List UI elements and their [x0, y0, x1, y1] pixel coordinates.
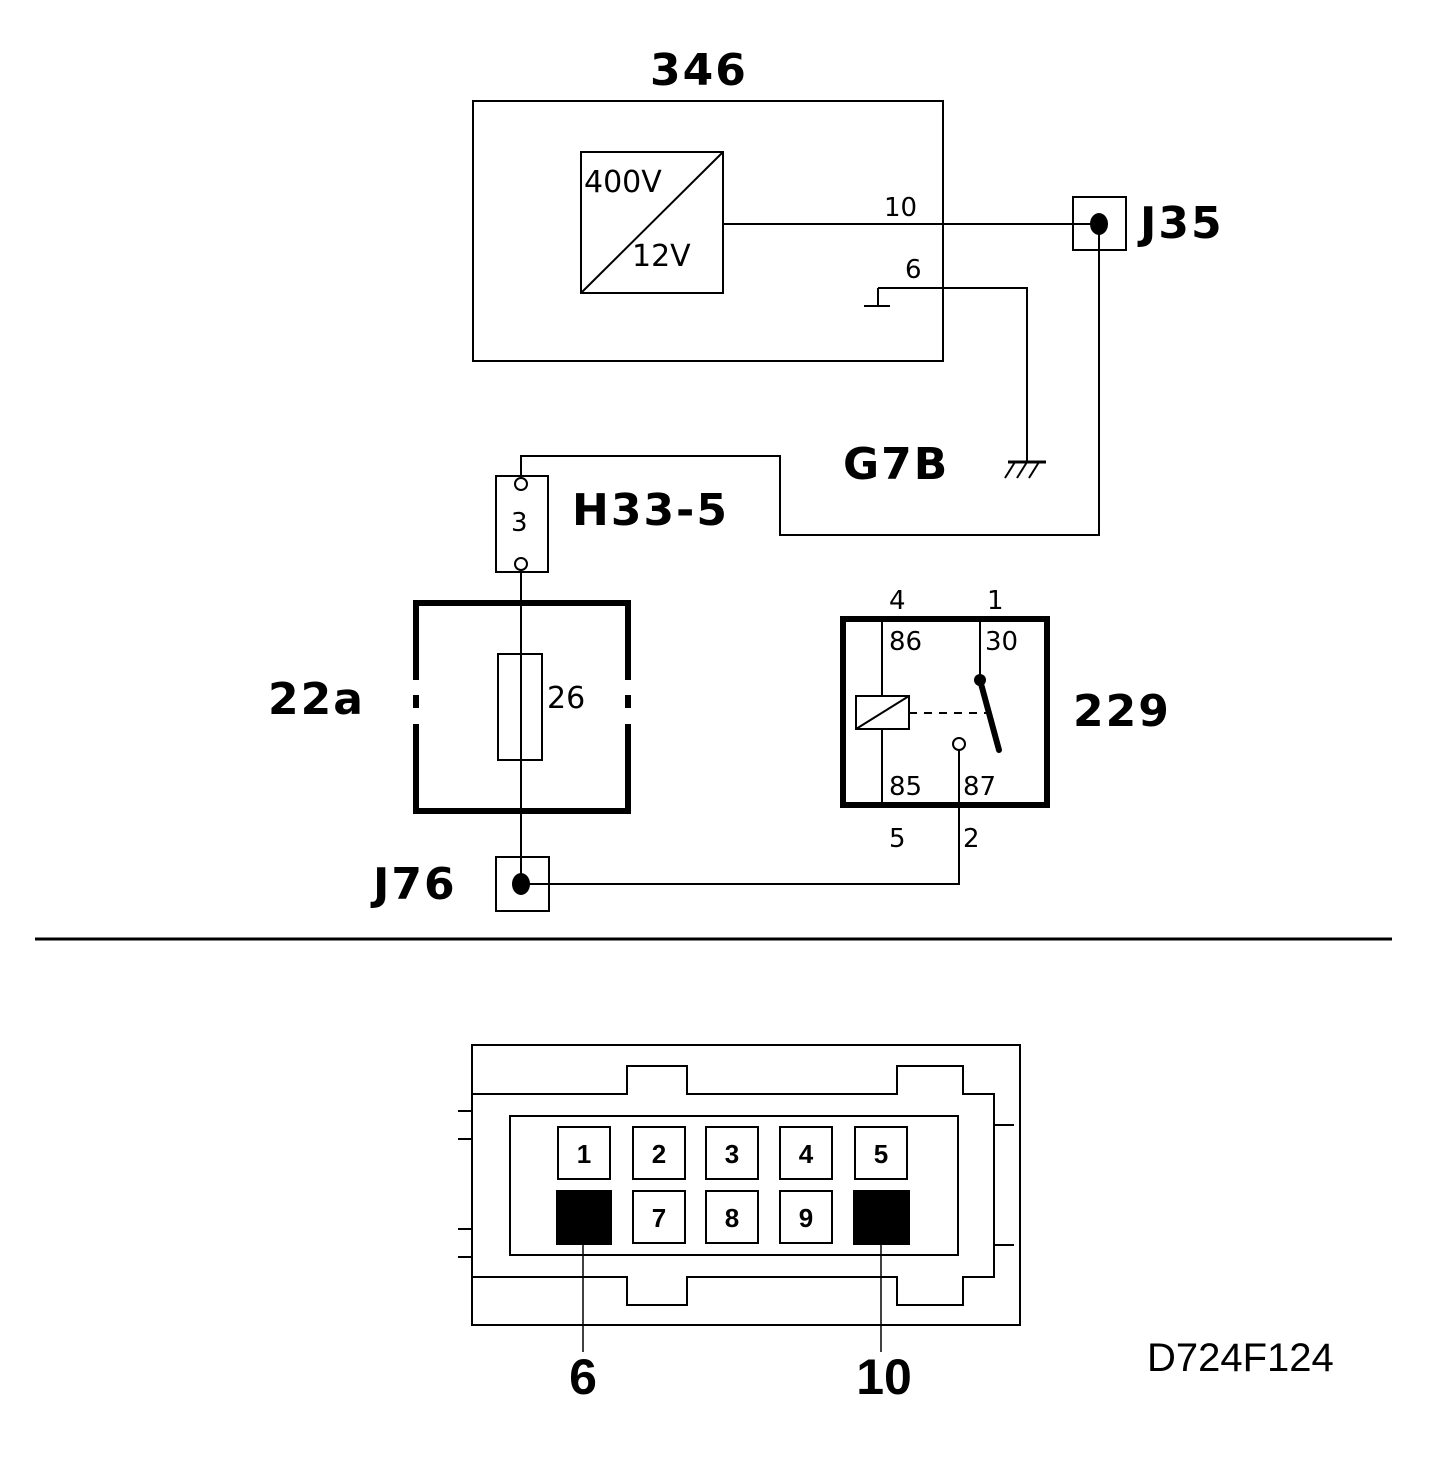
converter-output-voltage: 12V: [632, 239, 691, 274]
converter-input-voltage: 400V: [584, 165, 662, 200]
relay-label: 229: [1073, 686, 1171, 737]
cavity-6-occupied: [556, 1190, 612, 1245]
relay-pin-top-left: 4: [889, 586, 906, 616]
cavity-7: [632, 1190, 686, 1244]
connector-housing-inner: [472, 1065, 995, 1306]
relay-terminal-85: 85: [889, 772, 922, 802]
connector-h33-terminal-top: [514, 477, 528, 491]
relay-switch-arm: [977, 677, 1002, 753]
relay-terminal-30: 30: [985, 627, 1018, 657]
relay-pin-top-right: 1: [987, 586, 1004, 616]
relay-contact-87-terminal: [952, 737, 966, 751]
converter-diagonal: [580, 151, 724, 294]
wire-pin6-ground: [878, 287, 1028, 462]
fuse-box-label: 22a: [268, 674, 365, 725]
cavity-label: 7: [652, 1203, 666, 1233]
cavity-label: 4: [799, 1139, 814, 1169]
converter-module-label: 346: [650, 45, 748, 96]
wire-j76-relay: [521, 750, 960, 885]
fuse-box-gap-left-1: [405, 680, 427, 695]
cavity-8: [705, 1190, 759, 1244]
converter-symbol: [580, 151, 724, 294]
cavity-label: 3: [725, 1139, 739, 1169]
cavity-5: [854, 1126, 908, 1180]
relay-pin-bottom-right: 2: [963, 824, 980, 854]
cavity-label: 9: [799, 1203, 813, 1233]
ground-hatch-2: [1016, 461, 1028, 479]
relay-terminal-86: 86: [889, 627, 922, 657]
cavity-2: [632, 1126, 686, 1180]
fuse-number: 26: [547, 681, 585, 716]
connector-face: [509, 1115, 959, 1256]
cavity-label: 5: [874, 1139, 888, 1169]
ground-label: G7B: [843, 439, 949, 490]
relay-terminal-87: 87: [963, 772, 996, 802]
converter-pin-output: 10: [884, 193, 917, 223]
cavity-label: 2: [652, 1139, 666, 1169]
fuse-box-gap-right-2: [617, 708, 639, 724]
ground-hatch-1: [1004, 461, 1016, 479]
callout-6: 6: [569, 1349, 597, 1405]
connector-housing-outer: [471, 1044, 1021, 1326]
cavity-3: [705, 1126, 759, 1180]
connector-j35-label: J35: [1137, 198, 1224, 249]
converter-module-box: [472, 100, 944, 362]
cavity-label: 1: [577, 1139, 591, 1169]
cavity-1: [557, 1126, 611, 1180]
connector-h33-pin: 3: [511, 508, 528, 538]
relay-switch-pivot: [974, 674, 986, 686]
ground-hatch-3: [1028, 461, 1040, 479]
relay-pin-bottom-left: 5: [889, 824, 906, 854]
cavity-9: [779, 1190, 833, 1244]
fuse-box-gap-left-2: [405, 708, 427, 724]
cavity-4: [779, 1126, 833, 1180]
cavity-label: 8: [725, 1203, 739, 1233]
fuse-box-gap-right-1: [617, 680, 639, 695]
reference-code: D724F124: [1147, 1336, 1334, 1380]
connector-h33-terminal-bottom: [514, 557, 528, 571]
cavity-10-occupied: [853, 1190, 910, 1245]
relay-box: [840, 616, 1050, 808]
connector-j76-label: J76: [370, 859, 457, 910]
wire-j35-h33: [520, 224, 1100, 536]
relay-coil-diagonal: [855, 695, 910, 730]
connector-h33-label: H33-5: [572, 485, 729, 536]
converter-pin-ground: 6: [905, 255, 922, 285]
callout-10: 10: [856, 1349, 912, 1405]
